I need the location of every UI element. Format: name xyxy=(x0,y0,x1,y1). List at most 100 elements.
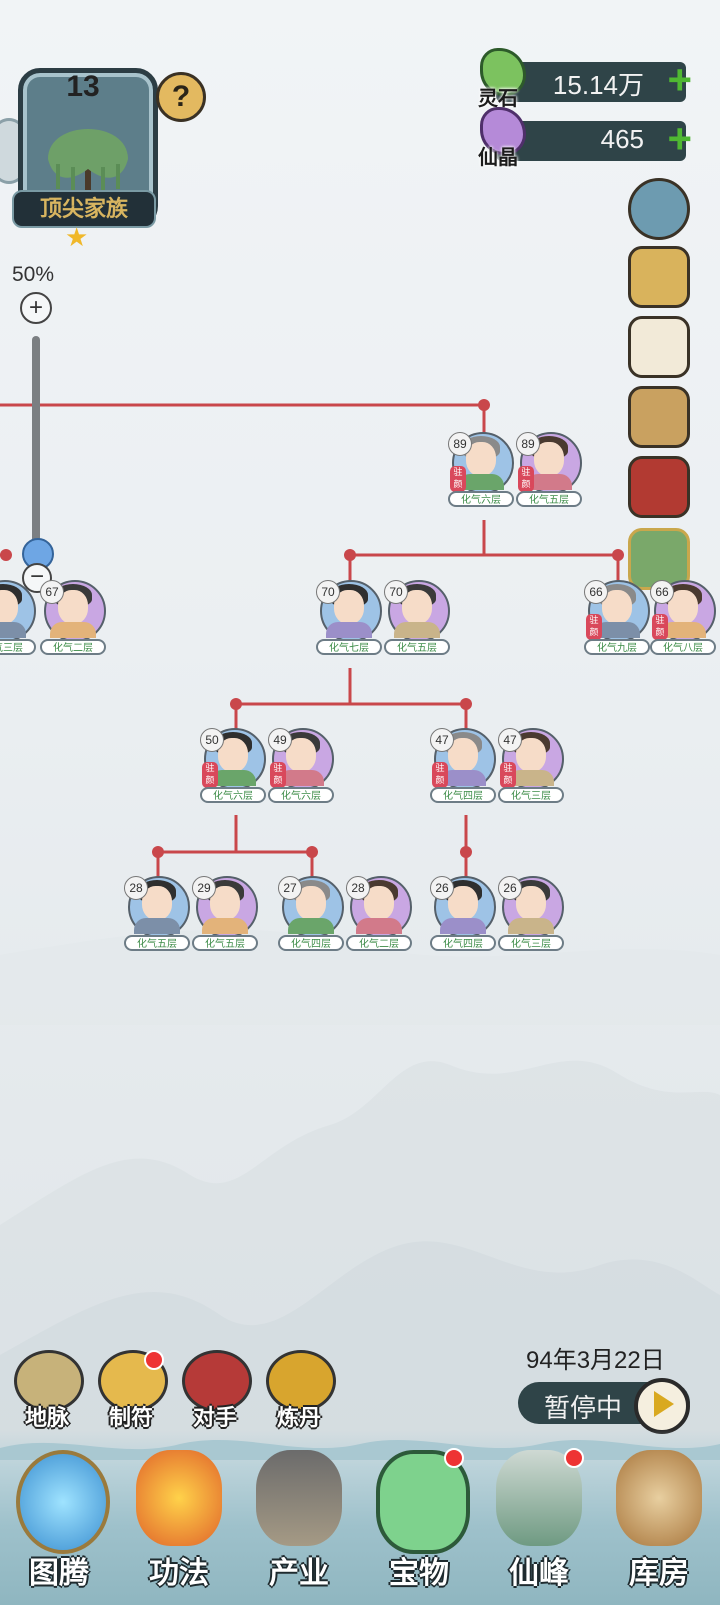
member-robe xyxy=(660,622,706,638)
technique-icon xyxy=(136,1450,222,1546)
play-icon xyxy=(634,1378,690,1434)
quick-action-earth-vein[interactable]: 地脉 xyxy=(10,1350,84,1432)
notification-dot xyxy=(564,1448,584,1468)
member-robe xyxy=(394,622,440,638)
member-robe xyxy=(210,770,256,786)
member-realm: 化气五层 xyxy=(516,491,582,507)
star-icon: ★ xyxy=(65,222,89,252)
settings-icon[interactable] xyxy=(628,178,690,240)
member-age: 66 xyxy=(584,580,608,604)
member-realm: 化气四层 xyxy=(430,787,496,803)
earth-vein-icon xyxy=(14,1350,84,1412)
member-robe xyxy=(202,918,248,934)
member-age: 47 xyxy=(498,728,522,752)
beauty-status-badge: 驻颜 xyxy=(586,614,602,640)
map-icon[interactable] xyxy=(628,386,690,448)
beauty-status-badge: 驻颜 xyxy=(652,614,668,640)
add-spirit-stone-button[interactable]: + xyxy=(667,56,692,103)
zoom-slider-track[interactable] xyxy=(32,336,40,554)
immortal-crystal-label: 仙晶 xyxy=(478,147,518,169)
quick-action-talisman[interactable]: 制符 xyxy=(94,1350,168,1432)
add-immortal-crystal-button[interactable]: + xyxy=(667,115,692,162)
family-member-card[interactable]: 26 化气三层 xyxy=(498,876,564,952)
nav-totem[interactable]: 图腾 xyxy=(0,1440,118,1600)
member-face xyxy=(0,590,18,624)
book-icon[interactable] xyxy=(628,456,690,518)
storehouse-icon xyxy=(616,1450,702,1546)
nav-label: 库房 xyxy=(629,1557,689,1590)
member-age: 70 xyxy=(384,580,408,604)
rival-icon xyxy=(182,1350,252,1412)
member-age: 67 xyxy=(40,580,64,604)
member-realm: 化气三层 xyxy=(498,935,564,951)
spirit-stone-value: 15.14万 xyxy=(552,70,644,100)
member-robe xyxy=(50,622,96,638)
member-robe xyxy=(440,770,486,786)
member-realm: 化气五层 xyxy=(384,639,450,655)
nav-industry[interactable]: 产业 xyxy=(240,1440,358,1600)
member-age: 28 xyxy=(346,876,370,900)
help-button[interactable]: ? xyxy=(156,72,206,122)
scroll-icon[interactable] xyxy=(628,246,690,308)
treasure-icon xyxy=(376,1450,470,1554)
member-robe xyxy=(326,622,372,638)
family-member-card[interactable]: 89 驻颜化气五层 xyxy=(516,432,582,508)
zoom-percent: 50% xyxy=(12,263,55,286)
nav-label: 功法 xyxy=(149,1557,209,1590)
member-realm: 化气九层 xyxy=(584,639,650,655)
notification-dot xyxy=(444,1448,464,1468)
plaque-icon[interactable] xyxy=(628,528,690,590)
industry-icon xyxy=(256,1450,342,1546)
member-realm: 化气六层 xyxy=(200,787,266,803)
quick-action-rival[interactable]: 对手 xyxy=(178,1350,252,1432)
member-age: 89 xyxy=(516,432,540,456)
beauty-status-badge: 驻颜 xyxy=(518,466,534,492)
spirit-stone-label: 灵石 xyxy=(478,88,518,110)
family-badge[interactable]: 13 顶尖家族 ★ xyxy=(10,62,158,252)
member-realm: 化气三层 xyxy=(0,639,36,655)
family-member-card[interactable]: 27 化气四层 xyxy=(278,876,344,952)
member-realm: 化气四层 xyxy=(278,935,344,951)
member-age: 26 xyxy=(498,876,522,900)
family-rank-label: 顶尖家族 xyxy=(12,190,156,228)
family-member-card[interactable]: 47 驻颜化气四层 xyxy=(430,728,496,804)
quick-action-label: 制符 xyxy=(108,1405,153,1430)
member-age: 28 xyxy=(124,876,148,900)
zoom-in-button[interactable]: + xyxy=(20,292,52,324)
immortal-crystal-value: 465 xyxy=(600,124,644,154)
member-realm: 化气三层 xyxy=(498,787,564,803)
member-age: 50 xyxy=(200,728,224,752)
family-member-card[interactable]: 67化气三层 xyxy=(0,580,36,656)
member-age: 49 xyxy=(268,728,292,752)
zoom-out-button[interactable]: − xyxy=(22,563,52,593)
nav-technique[interactable]: 功法 xyxy=(120,1440,238,1600)
nav-immortal-peak[interactable]: 仙峰 xyxy=(480,1440,598,1600)
quick-action-alchemy[interactable]: 炼丹 xyxy=(262,1350,336,1432)
member-realm: 化气六层 xyxy=(448,491,514,507)
member-age: 47 xyxy=(430,728,454,752)
letters-icon[interactable] xyxy=(628,316,690,378)
quick-action-label: 对手 xyxy=(192,1405,237,1430)
member-robe xyxy=(440,918,486,934)
beauty-status-badge: 驻颜 xyxy=(432,762,448,788)
alchemy-furnace-icon xyxy=(266,1350,336,1412)
family-member-card[interactable]: 70 化气五层 xyxy=(384,580,450,656)
family-member-card[interactable]: 66 驻颜化气九层 xyxy=(584,580,650,656)
pause-toggle-button[interactable]: 暂停中 xyxy=(518,1378,690,1434)
member-realm: 化气五层 xyxy=(192,935,258,951)
nav-storehouse[interactable]: 库房 xyxy=(600,1440,718,1600)
nav-treasure[interactable]: 宝物 xyxy=(360,1440,478,1600)
member-age: 27 xyxy=(278,876,302,900)
family-emblem-frame xyxy=(18,68,158,228)
